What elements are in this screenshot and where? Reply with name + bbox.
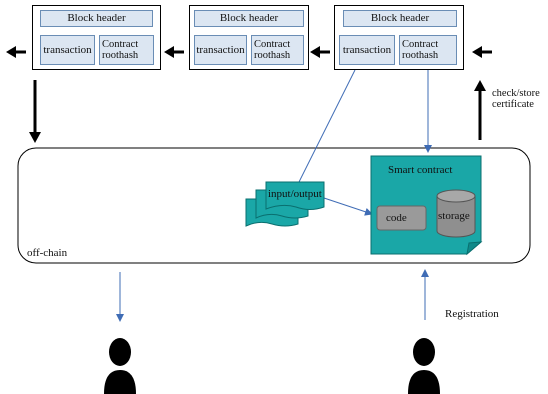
transaction-to-io-link [295, 69, 356, 189]
left-arrow-icon [472, 46, 492, 58]
left-arrow-icon [310, 46, 330, 58]
up-arrow-icon [474, 80, 486, 140]
code-box [376, 205, 427, 231]
left-arrow-icon [6, 46, 26, 58]
user-icon [104, 338, 136, 394]
user-icon [408, 338, 440, 394]
registration-label: Registration [445, 308, 499, 320]
smart-contract-title: Smart contract [388, 164, 453, 176]
transaction-cell: transaction [339, 35, 395, 65]
block-2: Block header transaction Contract rootha… [189, 5, 309, 70]
io-to-code-arrow [323, 197, 373, 216]
check-store-annotation: check/store certificate [492, 88, 540, 110]
io-documents [245, 181, 325, 227]
left-arrow-icon [164, 46, 184, 58]
contract-roothash-cell: Contract roothash [399, 35, 457, 65]
block-1: Block header transaction Contract rootha… [32, 5, 161, 70]
storage-cylinder [436, 189, 476, 238]
block-3: Block header transaction Contract rootha… [334, 5, 464, 70]
block-header: Block header [343, 10, 457, 27]
block-header: Block header [40, 10, 153, 27]
transaction-cell: transaction [40, 35, 95, 65]
offchain-label: off-chain [27, 247, 68, 259]
contract-roothash-cell: Contract roothash [251, 35, 304, 65]
storage-label: storage [438, 210, 470, 222]
code-label: code [386, 212, 407, 224]
down-arrow-icon [29, 80, 41, 143]
contract-roothash-cell: Contract roothash [99, 35, 154, 65]
io-label: input/output [268, 188, 322, 200]
transaction-cell: transaction [194, 35, 247, 65]
block-header: Block header [194, 10, 304, 27]
